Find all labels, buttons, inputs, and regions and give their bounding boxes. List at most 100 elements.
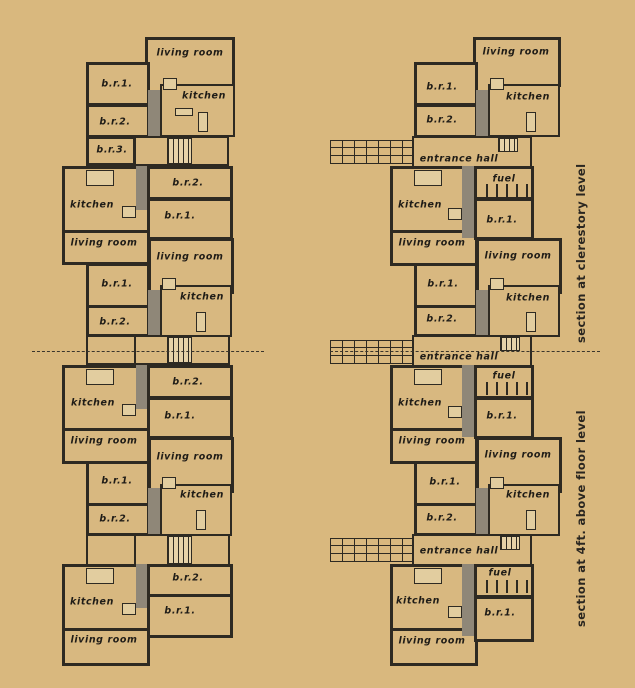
room-label-living-room: living room <box>398 635 466 647</box>
bath-fixture <box>86 369 114 385</box>
stove-fixture <box>163 78 177 90</box>
room-label-living-room: living room <box>156 47 224 59</box>
room-label-entrance-hall: entrance hall <box>419 153 499 165</box>
room-label-kitchen: kitchen <box>180 291 224 303</box>
corridor <box>148 90 160 137</box>
stove-fixture <box>122 206 136 218</box>
room-label-kitchen: kitchen <box>70 596 114 608</box>
fuel-bin-divider <box>506 382 508 395</box>
bedroom-2 <box>414 104 478 138</box>
stove-fixture <box>448 606 462 618</box>
tub-fixture <box>526 510 536 530</box>
staircase <box>500 536 520 550</box>
room-label-br2: b.r.2. <box>426 114 458 126</box>
room-label-living-room: living room <box>70 435 138 447</box>
bedroom-1 <box>147 594 233 638</box>
bedroom-2 <box>414 503 478 536</box>
kitchen <box>488 84 560 137</box>
room-label-kitchen: kitchen <box>182 90 226 102</box>
room-label-living-room: living room <box>70 237 138 249</box>
room-label-living-room: living room <box>398 435 466 447</box>
corridor <box>462 564 475 636</box>
corridor <box>136 166 149 210</box>
section-cut-line <box>32 351 264 352</box>
stove-fixture <box>490 477 504 489</box>
room-label-br2: b.r.2. <box>99 116 131 128</box>
fuel-bin-divider <box>486 580 488 593</box>
corridor <box>148 290 160 336</box>
room-label-br1: b.r.1. <box>486 410 518 422</box>
staircase <box>167 337 192 363</box>
corridor <box>136 564 149 608</box>
kitchen <box>488 484 560 536</box>
paving-walkway <box>330 140 414 164</box>
living-room <box>473 37 561 87</box>
tub-fixture <box>196 312 206 332</box>
tub-fixture <box>526 312 536 332</box>
room-label-living-room: living room <box>70 634 138 646</box>
fuel-bin-divider <box>526 580 528 593</box>
stove-fixture <box>122 404 136 416</box>
staircase <box>498 138 518 152</box>
stove-fixture <box>162 278 176 290</box>
staircase <box>167 536 192 564</box>
bath-fixture <box>414 170 442 186</box>
room-label-br2: b.r.2. <box>172 376 204 388</box>
corridor <box>136 365 149 409</box>
stove-fixture <box>448 406 462 418</box>
fuel-bin-divider <box>516 184 518 197</box>
room-label-fuel: fuel <box>488 567 512 579</box>
room-label-br1: b.r.1. <box>429 476 461 488</box>
bedroom-1 <box>474 596 534 642</box>
room-label-kitchen: kitchen <box>398 397 442 409</box>
fuel-bin-divider <box>506 580 508 593</box>
room-label-br1: b.r.1. <box>101 475 133 487</box>
room-label-br1: b.r.1. <box>486 214 518 226</box>
room-label-fuel: fuel <box>492 173 516 185</box>
corridor <box>476 90 488 137</box>
fuel-bin-divider <box>516 580 518 593</box>
store-room <box>86 335 136 365</box>
room-label-br2: b.r.2. <box>426 313 458 325</box>
paving-walkway <box>330 340 414 364</box>
living-room <box>62 628 150 666</box>
corridor <box>476 290 488 336</box>
kitchen <box>160 84 235 137</box>
bedroom-1 <box>86 62 150 106</box>
room-label-br2: b.r.2. <box>99 513 131 525</box>
fuel-bin-divider <box>486 382 488 395</box>
room-label-entrance-hall: entrance hall <box>419 545 499 557</box>
fuel-store <box>474 365 534 399</box>
annotation-floor-section: section at 4ft. above floor level <box>574 410 588 627</box>
bedroom-1 <box>414 62 478 106</box>
tub-fixture <box>198 112 208 132</box>
room-label-br1: b.r.1. <box>101 78 133 90</box>
stove-fixture <box>448 208 462 220</box>
corridor <box>462 166 475 238</box>
room-label-br1: b.r.1. <box>427 278 459 290</box>
room-label-living-room: living room <box>156 451 224 463</box>
stove-fixture <box>490 278 504 290</box>
bath-fixture <box>175 108 193 116</box>
room-label-br1: b.r.1. <box>101 278 133 290</box>
room-label-living-room: living room <box>156 251 224 263</box>
fuel-bin-divider <box>486 184 488 197</box>
bath-fixture <box>414 568 442 584</box>
room-label-br1: b.r.1. <box>426 81 458 93</box>
room-label-br2: b.r.2. <box>172 177 204 189</box>
stove-fixture <box>162 477 176 489</box>
bedroom-2 <box>147 564 233 599</box>
fuel-bin-divider <box>516 382 518 395</box>
room-label-kitchen: kitchen <box>71 397 115 409</box>
corridor <box>148 488 160 535</box>
room-label-living-room: living room <box>398 237 466 249</box>
corridor <box>462 365 475 437</box>
tub-fixture <box>526 112 536 132</box>
room-label-br1: b.r.1. <box>164 210 196 222</box>
bedroom-1 <box>86 461 150 506</box>
room-label-kitchen: kitchen <box>398 199 442 211</box>
room-label-br2: b.r.2. <box>99 316 131 328</box>
room-label-br2: b.r.2. <box>172 572 204 584</box>
fuel-bin-divider <box>496 580 498 593</box>
